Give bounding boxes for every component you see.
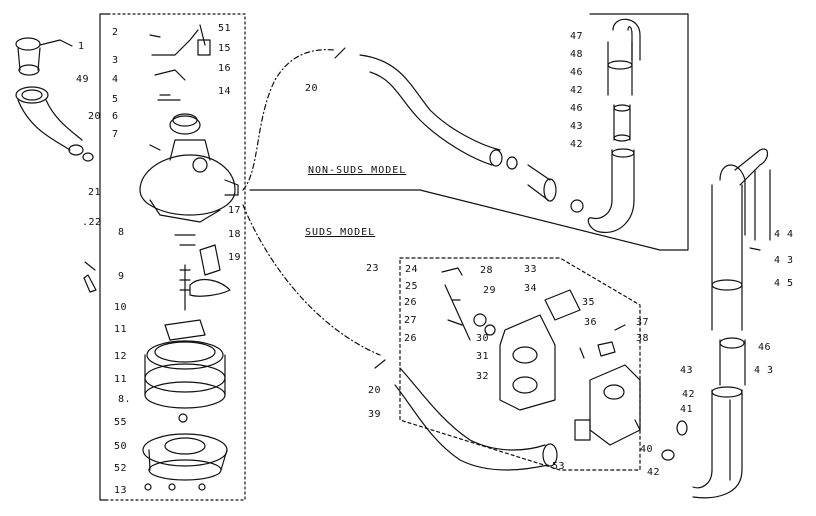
part-label-16: 16 <box>218 63 232 74</box>
non-suds-box <box>249 13 689 251</box>
part-label-9: 9 <box>118 271 125 282</box>
part-label-35: 35 <box>582 297 596 308</box>
part-label-42-c: 42 <box>682 389 696 400</box>
part-label-18: 18 <box>228 229 242 240</box>
part-label-46-a: 46 <box>570 67 584 78</box>
part-label-20-left: 20 <box>88 111 102 122</box>
part-label-51: 51 <box>218 23 232 34</box>
part-label-29: 29 <box>483 285 497 296</box>
part-label-24: 24 <box>405 264 419 275</box>
part-label-20-suds: 20 <box>368 385 382 396</box>
part-label-43-c: 4 3 <box>754 365 774 376</box>
assembly-bracket <box>99 13 246 501</box>
part-label-12: 12 <box>114 351 128 362</box>
part-label-47: 47 <box>570 31 584 42</box>
part-label-3: 3 <box>112 55 119 66</box>
part-label-40: 40 <box>640 444 654 455</box>
part-label-49: 49 <box>76 74 90 85</box>
part-label-8-top: 8 <box>118 227 125 238</box>
part-label-19: 19 <box>228 252 242 263</box>
part-label-42-d: 42 <box>647 467 661 478</box>
part-label-14: 14 <box>218 86 232 97</box>
fitting-22 <box>83 261 97 293</box>
pipes-non-suds <box>587 18 641 233</box>
part-label-23: 23 <box>366 263 380 274</box>
part-label-1: 1 <box>78 41 85 52</box>
part-label-7: 7 <box>112 129 119 140</box>
part-label-10: 10 <box>114 302 128 313</box>
suds-box <box>399 257 641 471</box>
part-label-55: 55 <box>114 417 128 428</box>
part-label-48: 48 <box>570 49 584 60</box>
part-label-22: .22 <box>82 217 102 228</box>
part-label-46-c: 46 <box>758 342 772 353</box>
part-label-44: 4 4 <box>774 229 794 240</box>
suds-model-title: SUDS MODEL <box>305 227 376 238</box>
part-label-6: 6 <box>112 111 119 122</box>
pipes-suds <box>692 148 771 499</box>
part-label-52: 52 <box>114 463 128 474</box>
part-label-37: 37 <box>636 317 650 328</box>
part-label-30: 30 <box>476 333 490 344</box>
part-label-39: 39 <box>368 409 382 420</box>
part-label-28: 28 <box>480 265 494 276</box>
part-label-36: 36 <box>584 317 598 328</box>
hose-39 <box>374 359 558 471</box>
top-left-parts <box>15 37 94 162</box>
part-label-43-a: 43 <box>570 121 584 132</box>
part-label-27: 27 <box>404 315 418 326</box>
part-label-45: 4 5 <box>774 278 794 289</box>
part-label-11-top: 11 <box>114 324 128 335</box>
part-label-43-b: 43 <box>680 365 694 376</box>
part-label-11-bottom: 11 <box>114 374 128 385</box>
part-label-32: 32 <box>476 371 490 382</box>
part-label-43-d: 4 3 <box>774 255 794 266</box>
part-label-46-b: 46 <box>570 103 584 114</box>
part-label-17: 17 <box>228 205 242 216</box>
suds-pump <box>441 267 688 461</box>
part-label-33: 33 <box>524 264 538 275</box>
part-label-34: 34 <box>524 283 538 294</box>
part-label-53: 53 <box>552 461 566 472</box>
non-suds-model-title: NON-SUDS MODEL <box>308 165 407 176</box>
part-label-26-b: 26 <box>404 333 418 344</box>
part-label-8-bottom: 8. <box>118 394 132 405</box>
part-label-41: 41 <box>680 404 694 415</box>
part-label-21: 21 <box>88 187 102 198</box>
part-label-5: 5 <box>112 94 119 105</box>
part-label-38: 38 <box>636 333 650 344</box>
leader-curves <box>242 49 381 356</box>
part-label-50: 50 <box>114 441 128 452</box>
part-label-31: 31 <box>476 351 490 362</box>
part-label-42-b: 42 <box>570 139 584 150</box>
part-label-25: 25 <box>405 281 419 292</box>
part-label-2: 2 <box>112 27 119 38</box>
part-label-15: 15 <box>218 43 232 54</box>
part-label-4: 4 <box>112 74 119 85</box>
part-label-42-a: 42 <box>570 85 584 96</box>
part-label-20-nonsuds: 20 <box>305 83 319 94</box>
pump-assembly <box>139 24 239 491</box>
part-label-13: 13 <box>114 485 128 496</box>
hose-48 <box>334 47 584 213</box>
part-label-26-a: 26 <box>404 297 418 308</box>
